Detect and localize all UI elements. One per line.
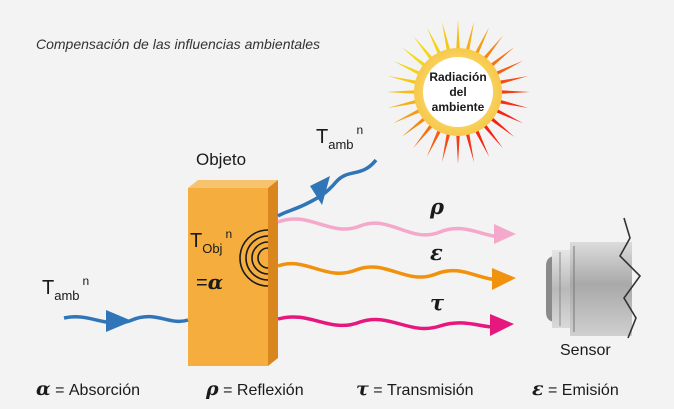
- sun-center: [423, 57, 493, 127]
- legend-transmission-text: = Transmisión: [373, 382, 474, 399]
- t-obj-sup: n: [225, 227, 233, 241]
- legend-emission-symbol: ε: [532, 378, 544, 400]
- sensor-label: Sensor: [560, 342, 611, 359]
- reflection-arrowhead: [494, 224, 516, 244]
- t-amb-top-base: T: [316, 126, 329, 148]
- object-label: Objeto: [196, 150, 247, 169]
- ambient-ray-left: [63, 314, 189, 325]
- legend-reflection-symbol: ρ: [206, 378, 219, 400]
- t-amb-left-sub: amb: [54, 288, 80, 303]
- legend-emission-text: = Emisión: [548, 382, 619, 399]
- legend-reflection-text: = Reflexión: [223, 382, 304, 399]
- t-amb-top-sub: amb: [328, 137, 354, 152]
- emission-arcs-icon: [239, 229, 269, 287]
- emission-ray: [277, 261, 511, 282]
- legend-absorption-symbol: α: [36, 378, 51, 400]
- sensor-icon: [546, 217, 642, 339]
- t-amb-left-base: T: [42, 277, 55, 299]
- t-amb-left-label: Tambn: [42, 274, 90, 303]
- alpha-equation: =α: [196, 270, 223, 295]
- sun-label: Radiación del ambiente: [420, 70, 496, 115]
- t-obj-sub: Obj: [202, 241, 223, 256]
- ambient-arrowhead-left: [106, 310, 132, 332]
- diagram-subtitle: Compensación de las influencias ambienta…: [36, 36, 321, 52]
- transmission-arrowhead: [490, 314, 514, 336]
- transmission-symbol: τ: [430, 290, 445, 315]
- legend-absorption: α = Absorción: [36, 378, 140, 400]
- legend-emission: ε = Emisión: [532, 378, 619, 400]
- t-obj-label: TObjn: [190, 227, 233, 256]
- legend-transmission: τ = Transmisión: [356, 378, 474, 400]
- alpha-equation-symbol: α: [207, 270, 224, 294]
- t-amb-left-sup: n: [82, 274, 90, 288]
- emission-arrowhead: [492, 268, 516, 290]
- ambient-ray-top: [277, 158, 378, 218]
- reflection-ray: [277, 217, 511, 239]
- transmission-ray: [277, 315, 509, 331]
- t-amb-top-label: Tambn: [316, 123, 364, 152]
- object-block: [188, 180, 278, 366]
- legend-absorption-text: = Absorción: [55, 382, 141, 399]
- reflection-symbol: ρ: [430, 194, 444, 219]
- t-obj-base: T: [190, 230, 203, 252]
- sun-label-line2: del: [449, 85, 467, 99]
- t-amb-top-sup: n: [356, 123, 364, 137]
- legend-reflection: ρ = Reflexión: [206, 378, 304, 400]
- legend-transmission-symbol: τ: [356, 378, 369, 400]
- sun-label-line1: Radiación: [429, 70, 487, 84]
- sun-label-line3: ambiente: [431, 100, 485, 114]
- ambient-arrowhead-top: [310, 176, 330, 205]
- emission-symbol: ε: [430, 240, 443, 265]
- alpha-equation-sign: =: [196, 272, 208, 294]
